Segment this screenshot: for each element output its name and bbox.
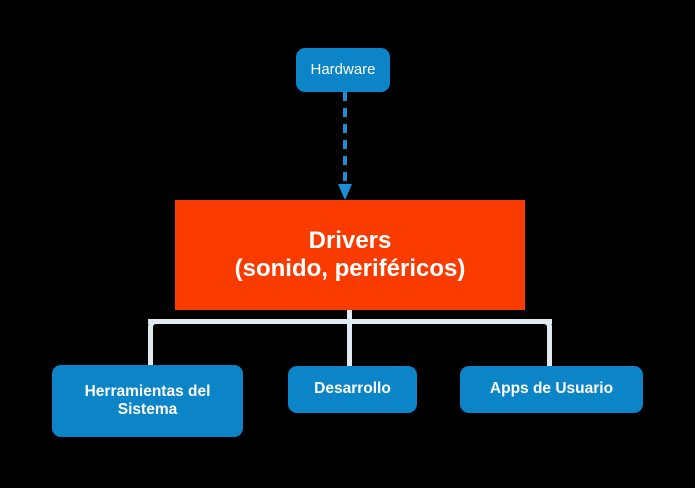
node-apps-de-usuario[interactable]: Apps de Usuario (460, 366, 643, 413)
node-desarrollo[interactable]: Desarrollo (288, 366, 417, 413)
node-drivers-label-line2: (sonido, periféricos) (234, 255, 466, 282)
node-drivers[interactable]: Drivers (sonido, periféricos) (175, 200, 525, 310)
connector-stem-top (347, 310, 352, 324)
node-desarrollo-label: Desarrollo (314, 380, 391, 398)
node-drivers-label-line1: Drivers (308, 226, 392, 254)
node-hardware-label: Hardware (310, 61, 376, 79)
connector-corner-right (540, 319, 552, 331)
node-apps-de-usuario-label: Apps de Usuario (489, 380, 614, 398)
node-hardware[interactable]: Hardware (296, 48, 390, 92)
dashed-arrow-icon (338, 92, 352, 200)
connector-horizontal-bar (148, 319, 552, 324)
node-herramientas-del-sistema-label: Herramientas del Sistema (84, 382, 211, 418)
connector-corner-left (148, 319, 160, 331)
connector-drop-left (148, 322, 153, 367)
connector-drop-center (347, 322, 352, 368)
connector-drop-right (547, 322, 552, 367)
node-herramientas-del-sistema[interactable]: Herramientas del Sistema (52, 365, 243, 437)
